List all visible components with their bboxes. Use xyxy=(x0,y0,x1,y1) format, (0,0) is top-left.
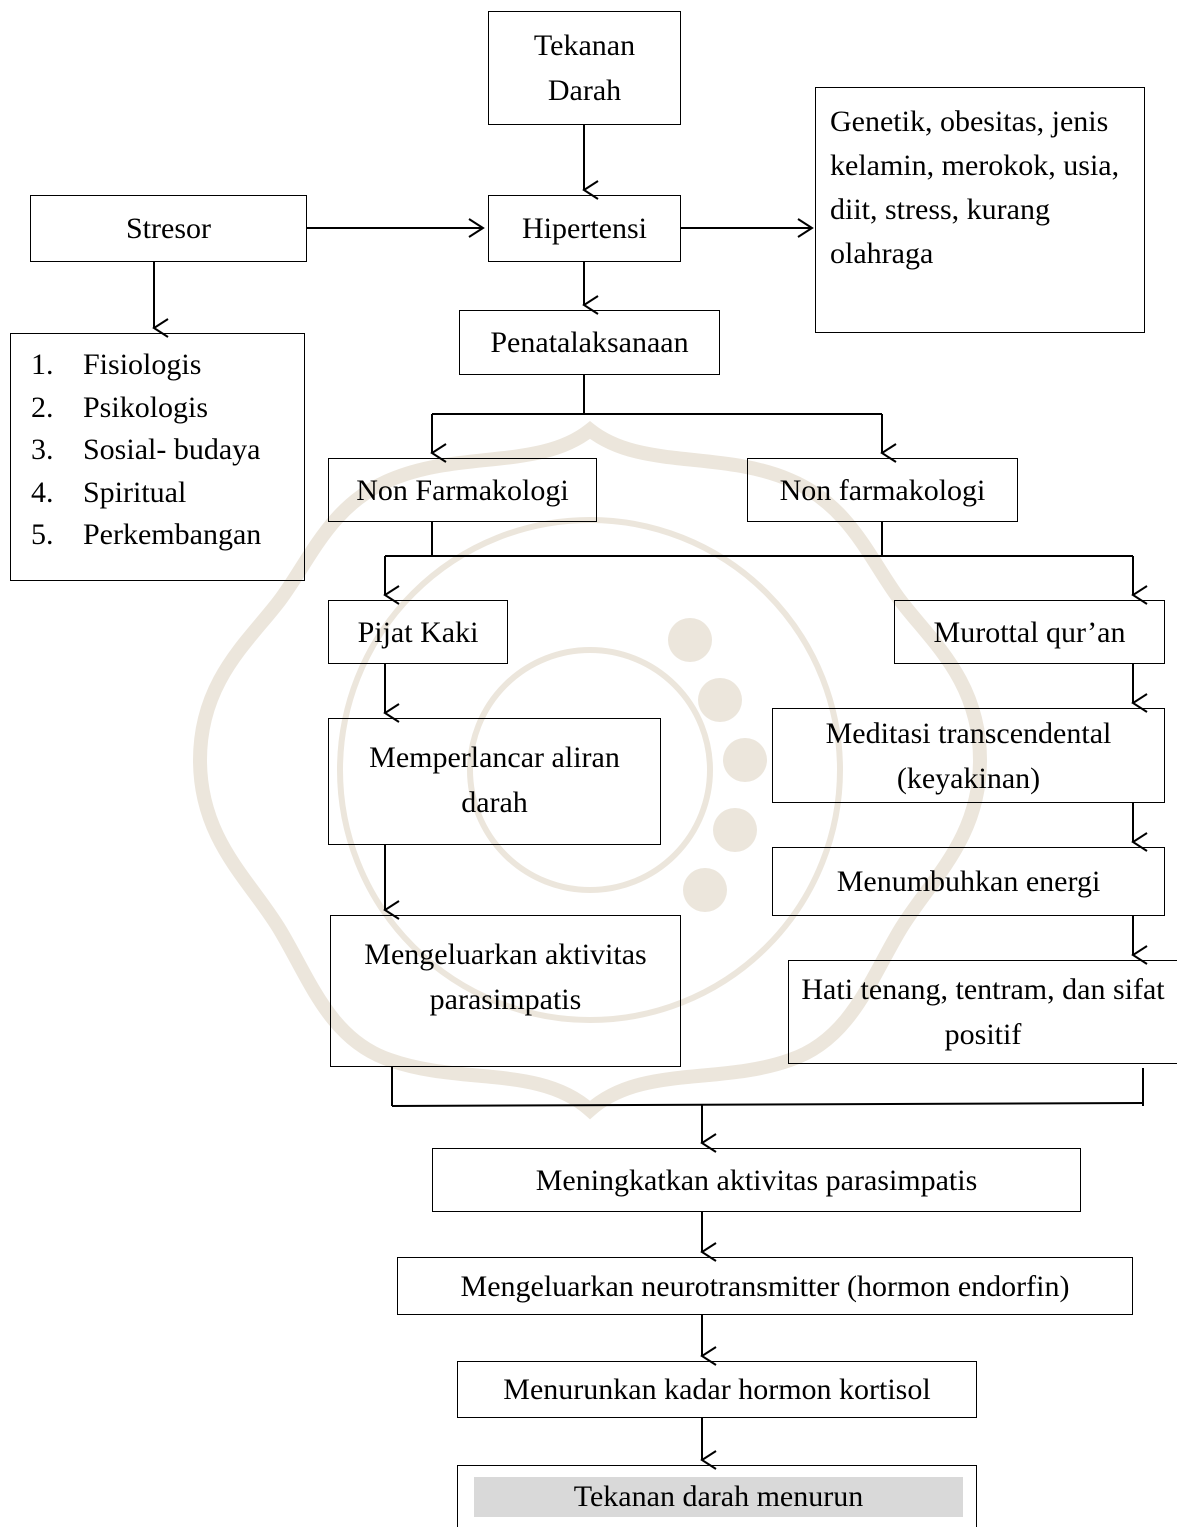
mengeluarkan-aktivitas-box: Mengeluarkan aktivitas parasimpatis xyxy=(330,915,681,1067)
non-farmakologi-right-box: Non farmakologi xyxy=(747,458,1018,522)
pijat-kaki-label: Pijat Kaki xyxy=(357,615,479,649)
stresor-label: Stresor xyxy=(126,212,211,245)
meditasi-box: Meditasi transcendental (keyakinan) xyxy=(772,708,1165,803)
meningkatkan-box: Meningkatkan aktivitas parasimpatis xyxy=(432,1148,1081,1212)
tekanan-menurun-box xyxy=(457,1465,977,1527)
hati-tenang-label: Hati tenang, tentram, dan sifat positif xyxy=(801,973,1165,1051)
tekanan-darah-label: Tekanan Darah xyxy=(533,29,636,107)
mengeluarkan-aktivitas-label: Mengeluarkan aktivitas parasimpatis xyxy=(364,938,647,1016)
list-item: 5.Perkembangan xyxy=(31,518,262,551)
hati-tenang-box: Hati tenang, tentram, dan sifat positif xyxy=(788,960,1177,1064)
risk-factors-label: Genetik, obesitas, jenis kelamin, meroko… xyxy=(830,105,1120,270)
memperlancar-label: Memperlancar aliran darah xyxy=(369,741,620,819)
tekanan-menurun-highlight: Tekanan darah menurun xyxy=(474,1477,963,1517)
penatalaksanaan-label: Penatalaksanaan xyxy=(490,326,689,359)
menurunkan-box: Menurunkan kadar hormon kortisol xyxy=(457,1361,977,1418)
list-item: 3.Sosial- budaya xyxy=(31,433,261,466)
risk-factors-box: Genetik, obesitas, jenis kelamin, meroko… xyxy=(815,87,1145,333)
list-item: 2.Psikologis xyxy=(31,390,209,424)
meningkatkan-label: Meningkatkan aktivitas parasimpatis xyxy=(535,1163,978,1197)
hipertensi-label: Hipertensi xyxy=(522,212,647,245)
list-item: 1.Fisiologis xyxy=(31,348,202,381)
tekanan-darah-box: Tekanan Darah xyxy=(488,11,681,125)
meditasi-label: Meditasi transcendental (keyakinan) xyxy=(825,716,1112,795)
menurunkan-label: Menurunkan kadar hormon kortisol xyxy=(503,1373,931,1406)
neurotransmitter-box: Mengeluarkan neurotransmitter (hormon en… xyxy=(397,1257,1133,1315)
murottal-box: Murottal qur’an xyxy=(894,600,1165,664)
hipertensi-box: Hipertensi xyxy=(488,195,681,262)
memperlancar-box: Memperlancar aliran darah xyxy=(328,718,661,845)
neurotransmitter-label: Mengeluarkan neurotransmitter (hormon en… xyxy=(460,1269,1070,1303)
murottal-label: Murottal qur’an xyxy=(933,615,1126,649)
pijat-kaki-box: Pijat Kaki xyxy=(328,600,508,664)
menumbuhkan-box: Menumbuhkan energi xyxy=(772,847,1165,916)
list-item: 4.Spiritual xyxy=(31,475,187,509)
tekanan-menurun-label: Tekanan darah menurun xyxy=(573,1480,864,1513)
non-farmakologi-right-label: Non farmakologi xyxy=(779,473,986,507)
non-farmakologi-left-label: Non Farmakologi xyxy=(356,473,569,507)
stresor-types-list: 1.Fisiologis 2.Psikologis 3.Sosial- buda… xyxy=(31,344,261,557)
stresor-types-box: 1.Fisiologis 2.Psikologis 3.Sosial- buda… xyxy=(10,333,305,581)
menumbuhkan-label: Menumbuhkan energi xyxy=(836,865,1101,898)
penatalaksanaan-box: Penatalaksanaan xyxy=(459,310,720,375)
non-farmakologi-left-box: Non Farmakologi xyxy=(328,458,597,522)
stresor-box: Stresor xyxy=(30,195,307,262)
